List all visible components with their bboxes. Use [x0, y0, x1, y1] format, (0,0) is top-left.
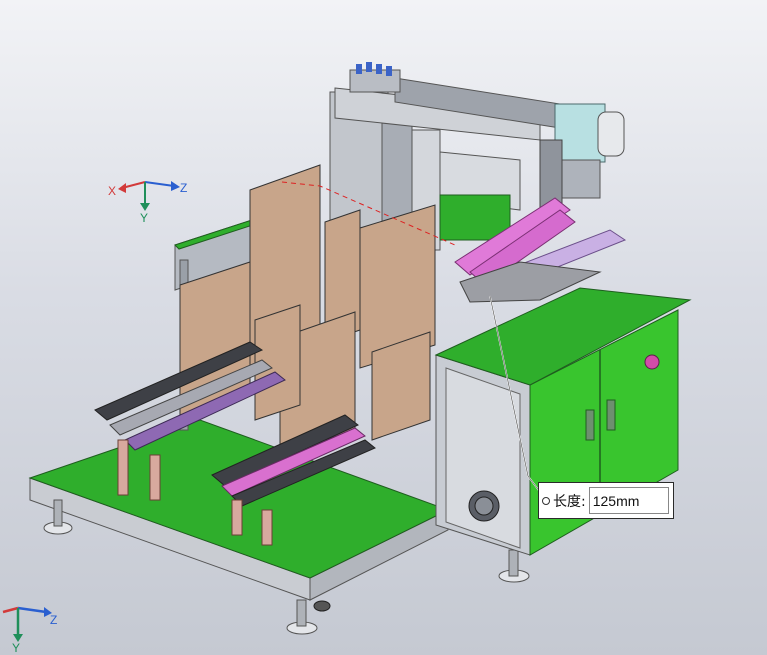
reference-triad-y-label: Y [140, 211, 148, 225]
reference-triad: X Z Y [108, 181, 187, 225]
view-triad-z-label: Z [50, 613, 57, 627]
leveling-feet [43, 499, 530, 635]
gantry-connectors [356, 62, 392, 76]
view-orientation-triad[interactable]: Z Y [2, 606, 57, 655]
emergency-stop-button[interactable] [644, 354, 660, 370]
callout-anchor-icon [542, 496, 550, 505]
feeder-arms[interactable] [454, 197, 627, 303]
dimension-label: 长度: [553, 493, 586, 510]
reference-line [281, 181, 456, 246]
reference-triad-z-label: Z [180, 181, 187, 195]
cooling-fan [468, 490, 500, 522]
dimension-callout[interactable]: 长度: 125mm [538, 482, 674, 519]
dimension-value-field[interactable]: 125mm [588, 487, 669, 514]
view-triad-y-label: Y [12, 641, 20, 655]
reference-triad-x-label: X [108, 184, 116, 198]
conveyor-supports [117, 439, 273, 546]
conveyor-belts[interactable] [94, 341, 376, 507]
